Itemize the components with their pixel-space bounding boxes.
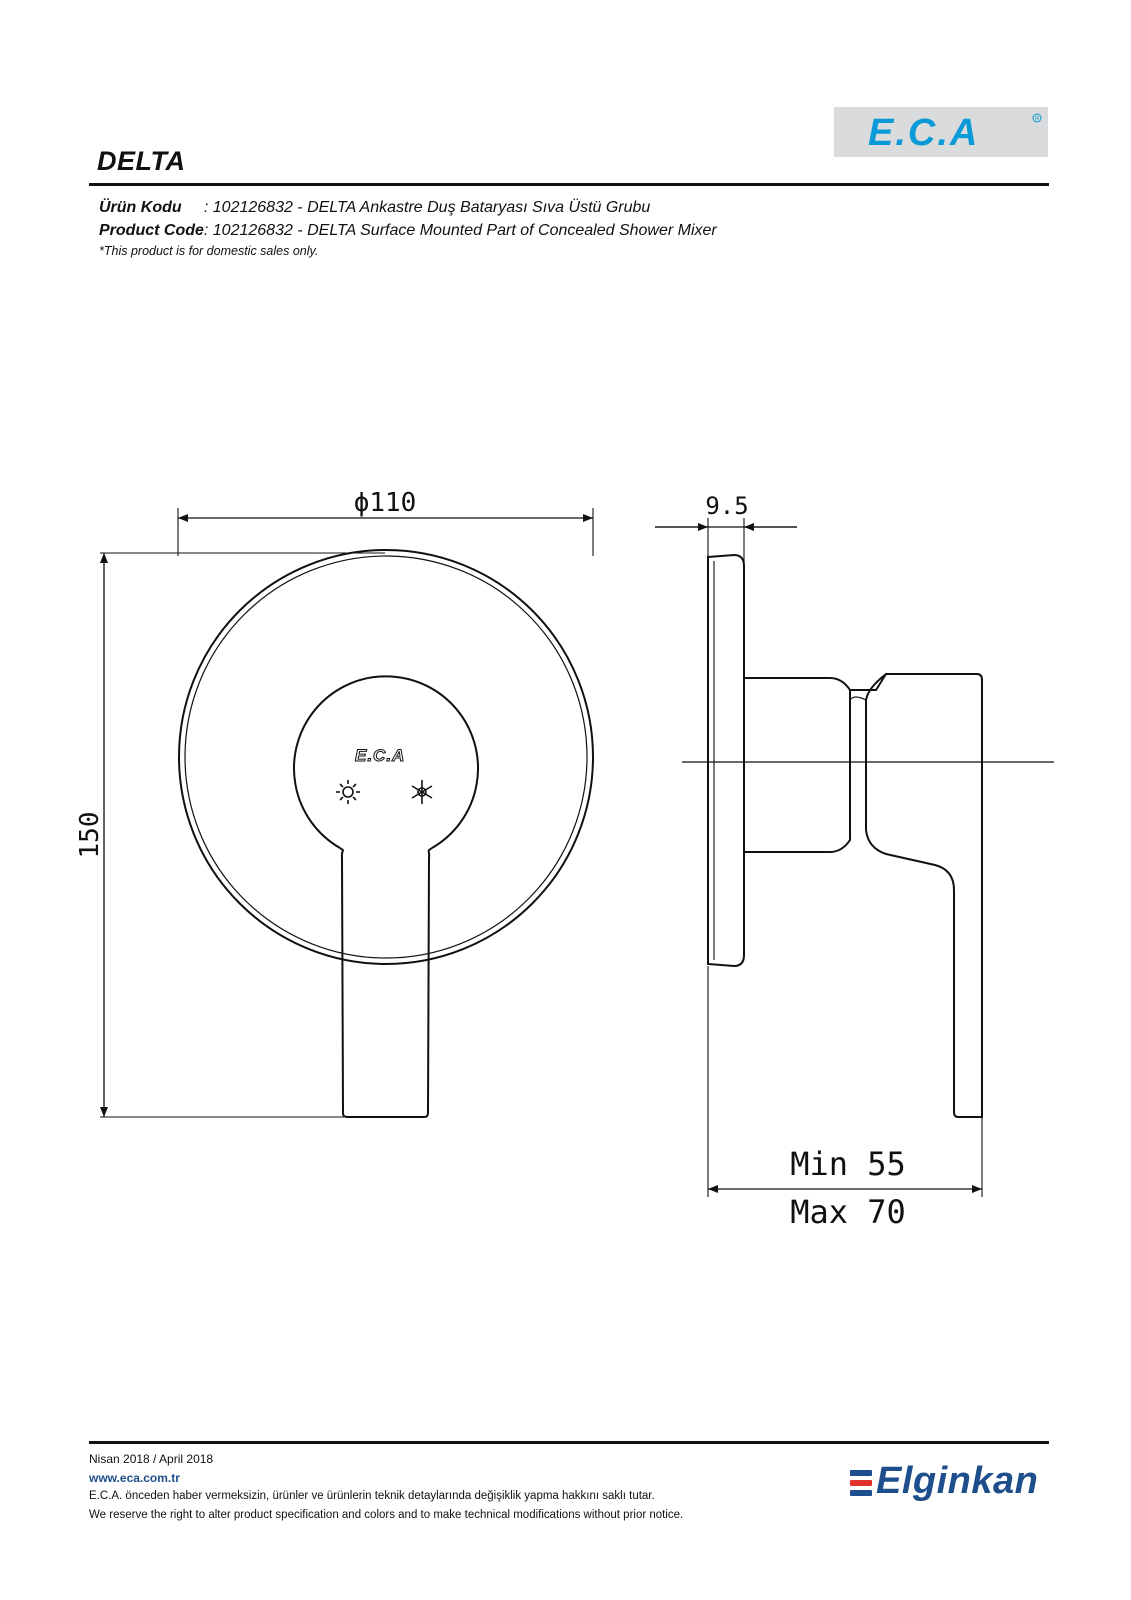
wall-plate-inner xyxy=(184,555,588,959)
side-wall-plate xyxy=(707,553,745,968)
product-code-tr-label: Ürün Kodu xyxy=(99,199,182,216)
svg-text:R: R xyxy=(1035,117,1040,123)
elginkan-logo-text: Elginkan xyxy=(876,1460,1039,1502)
header-divider xyxy=(89,183,1049,186)
wall-plate-outer xyxy=(178,549,594,965)
product-code-en-label: Product Code xyxy=(99,222,204,239)
mixer-eca-logo: E.C.A xyxy=(355,746,405,765)
handle-body xyxy=(293,675,479,849)
product-code-tr-value: : 102126832 - DELTA Ankastre Duş Batarya… xyxy=(181,199,651,216)
footer-disclaimer-tr: E.C.A. önceden haber vermeksizin, ürünle… xyxy=(89,1490,655,1502)
height-label: 150 xyxy=(75,812,105,859)
eca-logo: E.C.A R xyxy=(834,107,1048,157)
eca-logo-text: E.C.A xyxy=(868,112,979,154)
page-title: DELTA xyxy=(97,146,186,176)
product-code-en: Product Code: 102126832 - DELTA Surface … xyxy=(99,222,717,240)
elginkan-logo-mark xyxy=(850,1470,872,1498)
min-label: Min 55 xyxy=(790,1145,906,1183)
domestic-note: *This product is for domestic sales only… xyxy=(99,244,319,258)
max-label: Max 70 xyxy=(790,1193,906,1231)
product-code-tr: Ürün Kodu : 102126832 - DELTA Ankastre D… xyxy=(99,199,650,217)
depth-label: 9.5 xyxy=(705,492,748,520)
footer-divider xyxy=(89,1441,1049,1444)
diameter-label: ϕ110 xyxy=(354,488,417,518)
footer-date: Nisan 2018 / April 2018 xyxy=(89,1452,214,1466)
product-code-en-value: : 102126832 - DELTA Surface Mounted Part… xyxy=(203,222,717,239)
side-body xyxy=(744,677,851,853)
footer-disclaimer-en: We reserve the right to alter product sp… xyxy=(89,1509,684,1521)
footer-website-link[interactable]: www.eca.com.tr xyxy=(89,1471,180,1485)
snowflake-icon xyxy=(411,780,433,804)
side-lever xyxy=(850,673,983,1118)
handle-lever xyxy=(339,847,433,1118)
sun-icon xyxy=(336,780,360,804)
